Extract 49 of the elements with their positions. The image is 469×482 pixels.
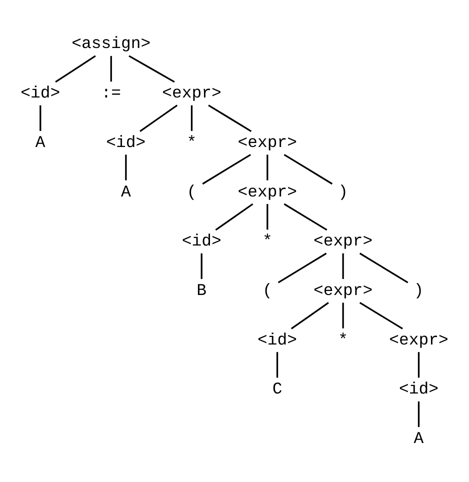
connector	[55, 54, 96, 82]
connector	[278, 252, 327, 283]
node-text: B	[196, 280, 207, 300]
node-text: *	[262, 231, 272, 250]
node-text: A	[35, 132, 46, 152]
node-text: )	[338, 182, 348, 201]
node-text: <id>	[399, 379, 438, 398]
node-text: <expr>	[313, 280, 373, 300]
connector	[359, 302, 403, 329]
node-text: (	[186, 182, 197, 201]
connector	[418, 352, 420, 378]
node-text: :=	[101, 83, 121, 102]
connector	[290, 302, 329, 329]
node-text: <id>	[106, 132, 146, 152]
connector	[140, 104, 178, 132]
connector	[202, 153, 252, 184]
connector	[342, 252, 344, 278]
connector	[342, 302, 344, 328]
connector	[266, 154, 268, 180]
connector	[208, 104, 252, 132]
connector	[418, 400, 420, 427]
connector	[359, 252, 408, 283]
node-text: C	[272, 379, 282, 398]
node-text: <expr>	[313, 231, 373, 250]
node-text: A	[414, 428, 424, 448]
node-text: A	[120, 182, 131, 201]
connector	[284, 153, 333, 184]
node-text: <expr>	[162, 83, 222, 102]
node-text: <id>	[182, 231, 222, 250]
connector	[110, 55, 112, 82]
connector	[190, 104, 193, 130]
node-text: <expr>	[238, 182, 297, 201]
node-text: <id>	[258, 330, 298, 349]
node-text: (	[262, 280, 272, 300]
connector	[128, 54, 175, 82]
node-text: *	[338, 330, 348, 349]
node-text: <expr>	[389, 330, 448, 349]
node-text: <id>	[20, 83, 60, 102]
connector	[215, 202, 254, 230]
node-text: <expr>	[238, 132, 297, 152]
connector	[125, 154, 127, 180]
node-text: )	[414, 280, 424, 300]
connector	[266, 204, 268, 230]
connector	[276, 352, 278, 378]
connector	[200, 252, 202, 278]
connector	[284, 202, 328, 230]
connector	[40, 104, 42, 130]
node-text: <assign>	[72, 34, 151, 53]
node-text: *	[186, 132, 197, 152]
